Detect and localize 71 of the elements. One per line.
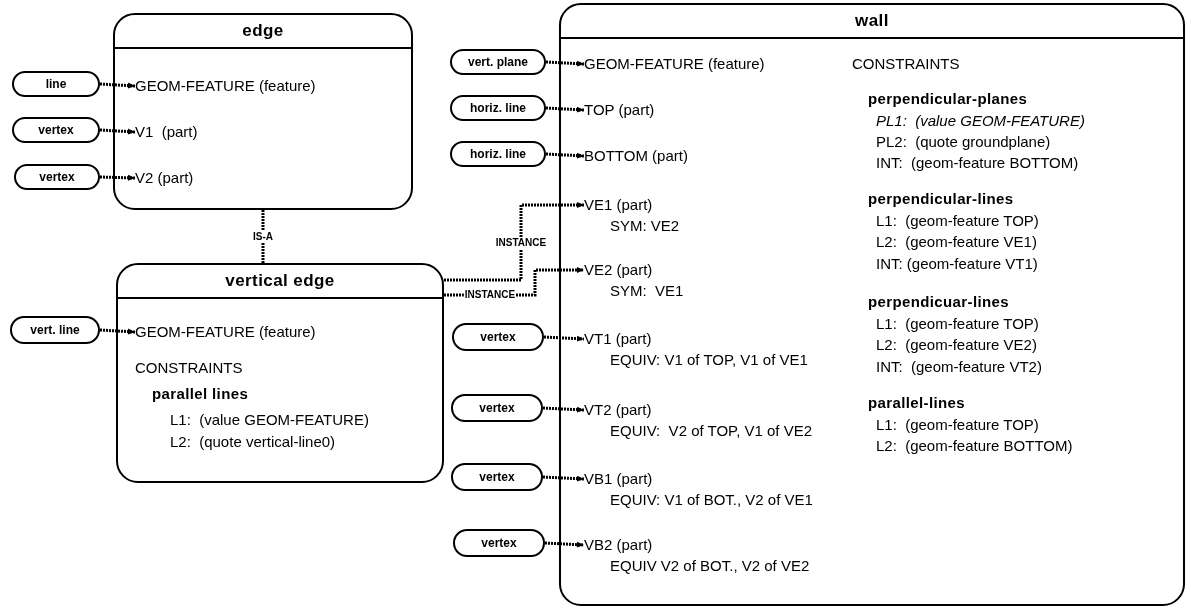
connector-arrow bbox=[542, 406, 585, 413]
type-tag: horiz. line bbox=[450, 141, 546, 167]
constraint-text: INT: (geom-feature VT1) bbox=[876, 255, 1038, 273]
slot-label: BOTTOM (part) bbox=[584, 147, 824, 165]
slot-label: VE2 (part) bbox=[584, 261, 654, 279]
connector-arrow bbox=[99, 128, 136, 135]
slot-detail: EQUIV: V2 of TOP, V1 of VE2 bbox=[609, 421, 814, 440]
constraint-text: CONSTRAINTS bbox=[135, 359, 243, 377]
type-tag: vertex bbox=[451, 394, 543, 422]
constraint-text: L1: (value GEOM-FEATURE) bbox=[170, 411, 369, 429]
constraint-heading: perpendicular-planes bbox=[868, 90, 1028, 108]
slot-label: V2 (part) bbox=[135, 169, 375, 187]
frame-title: edge bbox=[115, 15, 411, 49]
edge-label: IS-A bbox=[252, 230, 274, 243]
slot-detail: EQUIV: V1 of BOT., V2 of VE1 bbox=[609, 490, 814, 509]
constraint-text: L1: (geom-feature TOP) bbox=[876, 315, 1039, 333]
type-tag: line bbox=[12, 71, 100, 97]
constraint-text: INT: (geom-feature VT2) bbox=[876, 358, 1042, 376]
slot-label: VT1 (part) bbox=[584, 330, 653, 348]
slot-detail: SYM: VE2 bbox=[609, 216, 681, 235]
slot-label: GEOM-FEATURE (feature) bbox=[135, 77, 375, 95]
type-tag: horiz. line bbox=[450, 95, 546, 121]
type-tag: vertex bbox=[451, 463, 543, 491]
constraint-text: INT: (geom-feature BOTTOM) bbox=[876, 154, 1079, 172]
constraint-heading: perpendicuar-lines bbox=[868, 293, 1009, 311]
connector-arrow bbox=[542, 475, 585, 482]
connector-arrow bbox=[544, 541, 585, 548]
constraint-text: L2: (geom-feature BOTTOM) bbox=[876, 437, 1073, 455]
class-frame bbox=[559, 3, 1185, 606]
type-tag: vert. plane bbox=[450, 49, 546, 75]
edge-label: INSTANCE bbox=[463, 289, 517, 301]
type-tag: vertex bbox=[453, 529, 545, 557]
connector-arrow bbox=[543, 335, 585, 342]
constraint-text: PL1: (value GEOM-FEATURE) bbox=[876, 112, 1085, 130]
slot-detail: SYM: VE1 bbox=[609, 281, 685, 300]
slot-label: VB1 (part) bbox=[584, 470, 654, 488]
type-tag: vertex bbox=[14, 164, 100, 190]
type-tag: vertex bbox=[12, 117, 100, 143]
slot-label: VE1 (part) bbox=[584, 196, 654, 214]
connector-arrow bbox=[545, 60, 585, 67]
class-frame bbox=[113, 13, 413, 210]
slot-label: VT2 (part) bbox=[584, 401, 653, 419]
frame-title: vertical edge bbox=[118, 265, 442, 299]
slot-detail: EQUIV V2 of BOT., V2 of VE2 bbox=[609, 556, 811, 575]
connector-arrow bbox=[444, 202, 584, 282]
type-tag: vertex bbox=[452, 323, 544, 351]
connector-arrow bbox=[545, 152, 585, 159]
slot-label: TOP (part) bbox=[584, 101, 824, 119]
slot-label: VB2 (part) bbox=[584, 536, 654, 554]
constraint-text: L1: (geom-feature TOP) bbox=[876, 416, 1039, 434]
slot-label: GEOM-FEATURE (feature) bbox=[584, 55, 824, 73]
edge-label: INSTANCE bbox=[494, 236, 548, 249]
slot-label: V1 (part) bbox=[135, 123, 375, 141]
constraint-text: L1: (geom-feature TOP) bbox=[876, 212, 1039, 230]
class-frame bbox=[116, 263, 444, 483]
frame-title: wall bbox=[561, 5, 1183, 39]
connector-arrow bbox=[545, 106, 585, 113]
slot-label: GEOM-FEATURE (feature) bbox=[135, 323, 375, 341]
type-tag: vert. line bbox=[10, 316, 100, 344]
slot-detail: EQUIV: V1 of TOP, V1 of VE1 bbox=[609, 350, 809, 369]
constraint-text: L2: (geom-feature VE2) bbox=[876, 336, 1037, 354]
constraint-text: PL2: (quote groundplane) bbox=[876, 133, 1051, 151]
constraint-text: L2: (geom-feature VE1) bbox=[876, 233, 1037, 251]
constraint-heading: parallel-lines bbox=[868, 394, 965, 412]
constraint-text: CONSTRAINTS bbox=[852, 55, 960, 73]
constraint-heading: perpendicular-lines bbox=[868, 190, 1014, 208]
connector-arrow bbox=[99, 82, 136, 89]
constraint-heading: parallel lines bbox=[152, 385, 249, 403]
constraint-text: L2: (quote vertical-line0) bbox=[170, 433, 336, 451]
connector-arrow bbox=[99, 328, 136, 335]
connector-arrow bbox=[99, 174, 136, 181]
